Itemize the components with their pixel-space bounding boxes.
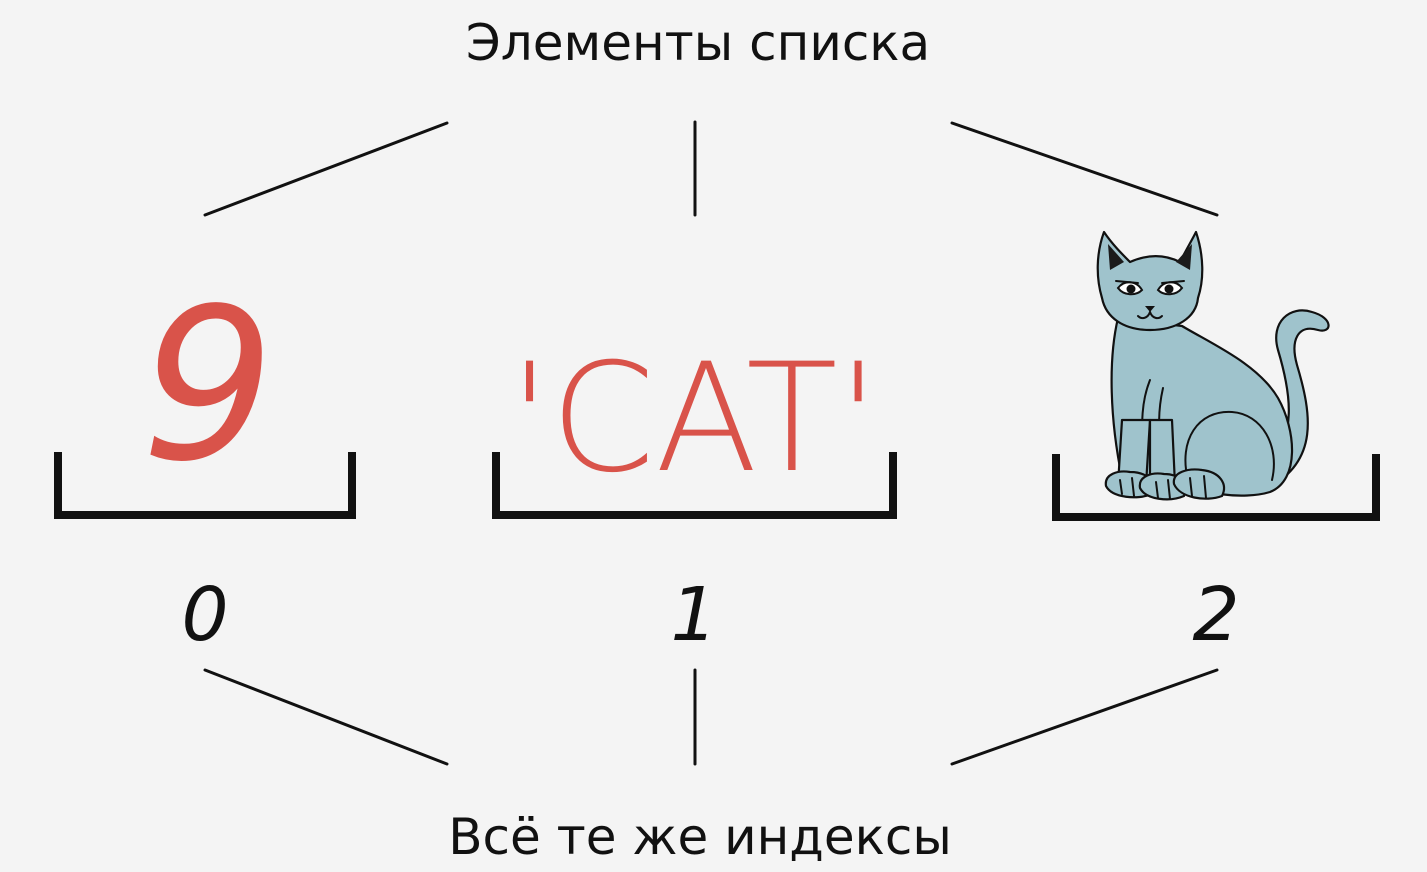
index-label-1: 1 <box>670 572 717 658</box>
element-value-0: 9 <box>141 263 275 508</box>
bottom-caption: Всё те же индексы <box>448 808 952 866</box>
top-connectors <box>203 120 1219 217</box>
index-labels: 0 1 2 <box>181 572 1239 658</box>
element-slot-2 <box>1052 454 1380 521</box>
cat-icon <box>1096 230 1330 501</box>
list-element-0: 9 <box>54 263 356 519</box>
list-element-1: 'CAT' <box>492 332 897 519</box>
element-value-1: 'CAT' <box>509 332 879 506</box>
bottom-connector-right <box>950 668 1219 766</box>
top-connector-left <box>203 121 449 217</box>
top-connector-right <box>950 121 1219 217</box>
bottom-connector-left <box>203 668 449 766</box>
index-label-2: 2 <box>1192 572 1239 658</box>
top-caption: Элементы списка <box>466 14 930 72</box>
index-label-0: 0 <box>181 572 228 658</box>
bottom-connectors <box>203 668 1219 766</box>
element-slot-1 <box>492 452 897 519</box>
element-slot-0 <box>54 452 356 519</box>
list-element-2 <box>1052 230 1380 521</box>
